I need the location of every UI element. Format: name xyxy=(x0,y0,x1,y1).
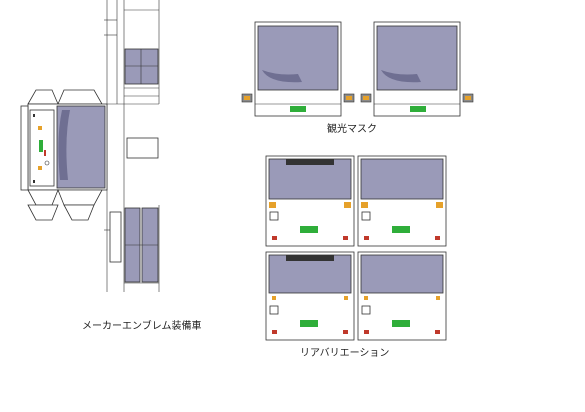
sightseeing-mask-right xyxy=(360,21,474,117)
rear-variation-1 xyxy=(265,155,355,247)
emblem-bus-net xyxy=(20,0,160,292)
rear-variation-4 xyxy=(357,251,447,341)
net-lower-tabs xyxy=(27,204,95,221)
net-top-side-panel xyxy=(104,0,160,104)
sightseeing-mask-left xyxy=(241,21,355,117)
net-bottom-side-panel xyxy=(104,205,160,292)
caption-rear-variation: リアバリエーション xyxy=(300,348,390,359)
net-front-face xyxy=(20,89,108,206)
rear-variation-2 xyxy=(357,155,447,247)
net-middle-panel xyxy=(106,103,159,205)
caption-sightseeing-mask: 観光マスク xyxy=(327,124,377,135)
rear-variation-3 xyxy=(265,251,355,341)
caption-emblem: メーカーエンブレム装備車 xyxy=(82,321,202,332)
